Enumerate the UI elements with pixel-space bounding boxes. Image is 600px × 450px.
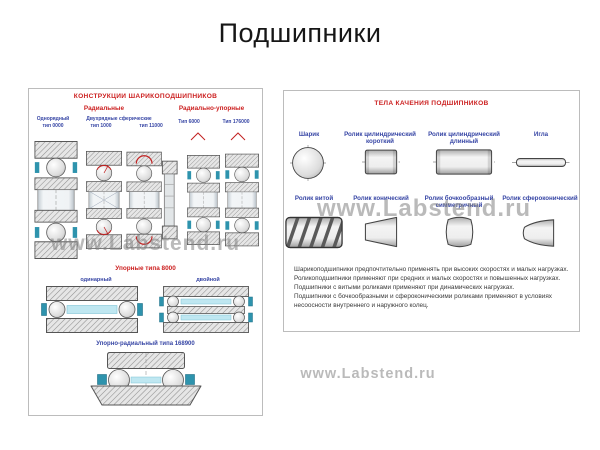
sphero-conical-roller-label: Ролик сфероконический <box>502 195 578 202</box>
twisted-roller-figure <box>285 216 343 249</box>
single-row-name: Однорядный <box>36 116 70 122</box>
note-line: Шарикоподшипники предпочтительно применя… <box>294 266 569 273</box>
radial-group-title: Радиальные <box>83 105 125 112</box>
notes-block: Шарикоподшипники предпочтительно применя… <box>294 265 572 310</box>
short-cylindrical-roller-figure <box>362 149 400 175</box>
twisted-roller-label: Ролик витой <box>294 195 334 202</box>
long-cylindrical-roller-label: Ролик цилиндрический длинный <box>428 131 500 146</box>
note-line: несоосности внутреннего и наружного коле… <box>294 302 429 309</box>
double-row-type-b: тип 11000 <box>139 123 163 129</box>
barrel-roller-label: Ролик бочкообразный симметричный <box>424 195 494 210</box>
conical-roller-label: Ролик конический <box>353 195 409 202</box>
angular-type-b: Тип 176000 <box>222 119 250 125</box>
needle-label: Игла <box>533 131 549 138</box>
angular-contact-bearing-type176000-diagram <box>225 141 259 259</box>
angular-type-a: Тип 6000 <box>178 119 200 125</box>
short-cylindrical-roller-label: Ролик цилиндрический короткий <box>344 131 416 146</box>
thrust-group-title: Упорные типа 8000 <box>115 265 176 272</box>
right-panel: ТЕЛА КАЧЕНИЯ ПОДШИПНИКОВ Шарик Ролик цил… <box>283 90 580 332</box>
contact-angle-mark-icon <box>230 132 246 141</box>
thrust-bearing-double-diagram <box>159 286 253 333</box>
single-row-radial-bearing-diagram <box>34 141 78 259</box>
long-cylindrical-roller-figure <box>433 149 495 175</box>
left-panel-title: КОНСТРУКЦИИ ШАРИКОПОДШИПНИКОВ <box>73 93 218 100</box>
note-line: Подшипники с бочкообразными и сфероконич… <box>294 293 552 300</box>
angular-contact-bearing-type6000-diagram <box>187 141 220 259</box>
watermark-left: www.Labstend.ru <box>50 232 241 255</box>
note-line: Роликоподшипники применяют при средних и… <box>294 275 561 282</box>
needle-figure <box>512 158 570 167</box>
contact-angle-mark-icon <box>190 132 206 141</box>
conical-roller-figure <box>364 216 398 248</box>
double-row-type-a: тип 1000 <box>90 123 112 129</box>
page-title: Подшипники <box>218 18 382 48</box>
watermark-bottom: www.Labstend.ru <box>300 366 436 382</box>
thrust-radial-bearing-diagram <box>90 352 202 407</box>
adapter-sleeve-bearing-diagram <box>126 151 178 249</box>
thrust-bearing-single-diagram <box>41 286 143 333</box>
single-row-type: тип 0000 <box>42 123 64 129</box>
double-row-name: Двухрядные сферические <box>86 116 152 122</box>
angular-group-title: Радиально-упорные <box>178 105 245 112</box>
sphero-conical-roller-figure <box>522 219 555 247</box>
right-panel-title: ТЕЛА КАЧЕНИЯ ПОДШИПНИКОВ <box>374 100 489 107</box>
ball-label: Шарик <box>298 131 320 138</box>
thrust-double-label: двойной <box>196 277 220 283</box>
thrust-single-label: одинарный <box>80 277 112 283</box>
note-line: Подшипники с витыми роликами применяют п… <box>294 284 515 291</box>
thrust-radial-title: Упорно-радиальный типа 168900 <box>96 341 195 347</box>
double-row-spherical-bearing-diagram <box>86 141 122 259</box>
left-panel: КОНСТРУКЦИИ ШАРИКОПОДШИПНИКОВ Радиальные… <box>28 88 263 416</box>
ball-figure <box>290 145 326 181</box>
barrel-roller-figure <box>445 216 474 248</box>
watermark-right: www.Labstend.ru <box>316 195 532 222</box>
